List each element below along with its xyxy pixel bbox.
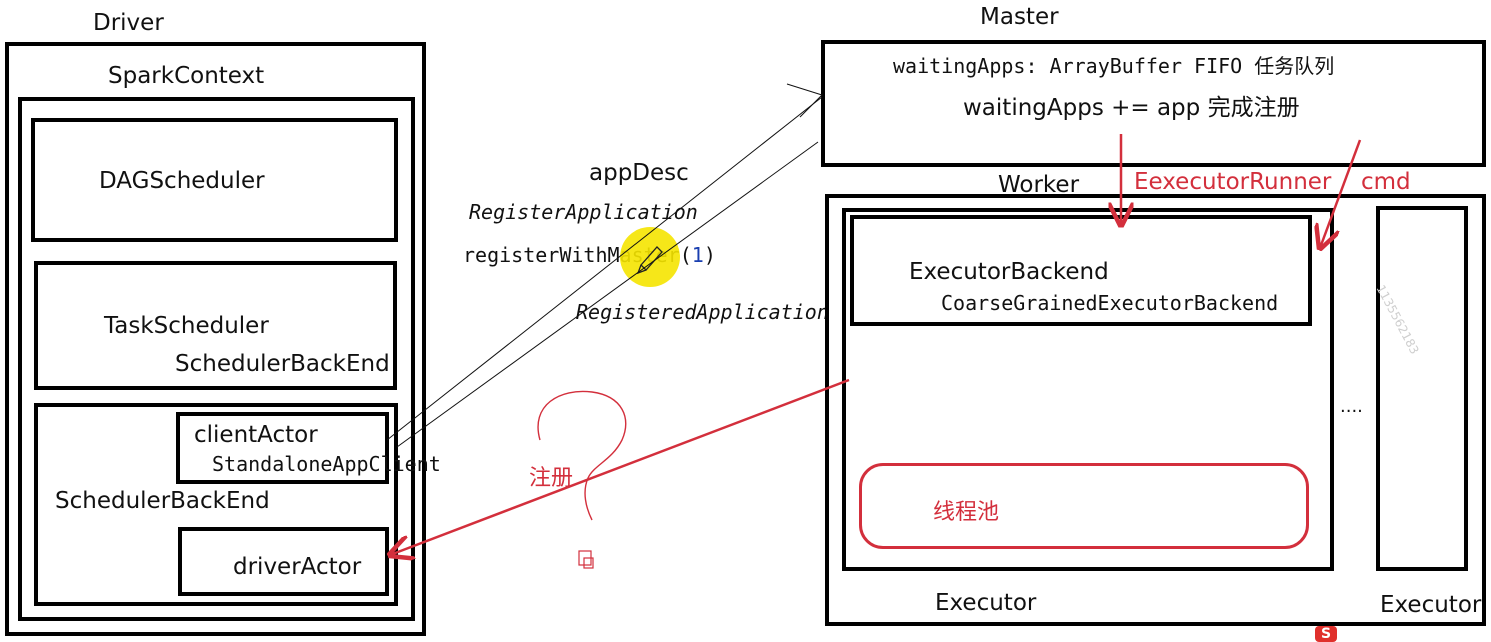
waiting-apps-label: waitingApps: ArrayBuffer FIFO 任务队列	[893, 54, 1335, 78]
standalone-app-client-label: StandaloneAppClient	[212, 452, 441, 476]
executor-1-label: Executor	[935, 590, 1037, 616]
coarse-grained-label: CoarseGrainedExecutorBackend	[941, 291, 1279, 315]
executor-1-box	[842, 208, 1334, 571]
task-scheduler-box	[34, 261, 397, 390]
client-actor-box	[176, 412, 389, 484]
cmd-arrow	[1320, 139, 1362, 248]
registered-application-label: RegisteredApplication	[576, 300, 829, 324]
client-actor-label: clientActor	[194, 422, 318, 448]
driver-actor-box	[178, 527, 389, 596]
register-line-label: waitingApps += app 完成注册	[963, 95, 1300, 121]
question-mark-dot	[578, 550, 594, 569]
spark-context-label: SparkContext	[108, 63, 265, 89]
master-title: Master	[980, 4, 1059, 30]
ellipsis-label: ....	[1340, 396, 1363, 417]
register-application-label: RegisterApplication	[469, 200, 698, 224]
master-box	[821, 40, 1486, 167]
register-with-master-arg: 1	[691, 243, 704, 267]
register-arrows	[386, 83, 823, 448]
question-mark-drawing	[537, 390, 627, 521]
scheduler-backend-box	[34, 403, 398, 606]
cursor-highlight	[620, 227, 680, 287]
register-with-master-close: )	[703, 243, 716, 267]
dag-scheduler-label: DAGScheduler	[99, 168, 265, 194]
executor-runner-label: EexecutorRunner	[1134, 169, 1332, 195]
executor-backend-box	[850, 215, 1312, 326]
app-desc-label: appDesc	[589, 160, 689, 186]
spark-context-box	[18, 97, 415, 621]
driver-actor-label: driverActor	[233, 554, 362, 580]
dag-scheduler-box	[31, 118, 398, 242]
sogou-input-icon[interactable]: S	[1315, 626, 1337, 642]
register-back-arrow	[390, 378, 850, 555]
worker-box	[825, 194, 1486, 626]
driver-box	[5, 42, 426, 636]
thread-pool-label: 线程池	[933, 500, 1000, 525]
scheduler-backend-label: SchedulerBackEnd	[55, 488, 270, 514]
task-scheduler-label: TaskScheduler	[104, 313, 269, 339]
thread-pool-box	[859, 463, 1309, 549]
executor-2-box	[1376, 206, 1468, 571]
driver-title: Driver	[93, 10, 164, 36]
task-scheduler-backend-label: SchedulerBackEnd	[175, 351, 390, 377]
register-cn-label: 注册	[529, 466, 574, 491]
cmd-label: cmd	[1361, 169, 1411, 195]
executor-backend-label: ExecutorBackend	[909, 259, 1109, 285]
executor-2-label: Executor	[1380, 592, 1482, 618]
worker-title: Worker	[998, 172, 1080, 198]
